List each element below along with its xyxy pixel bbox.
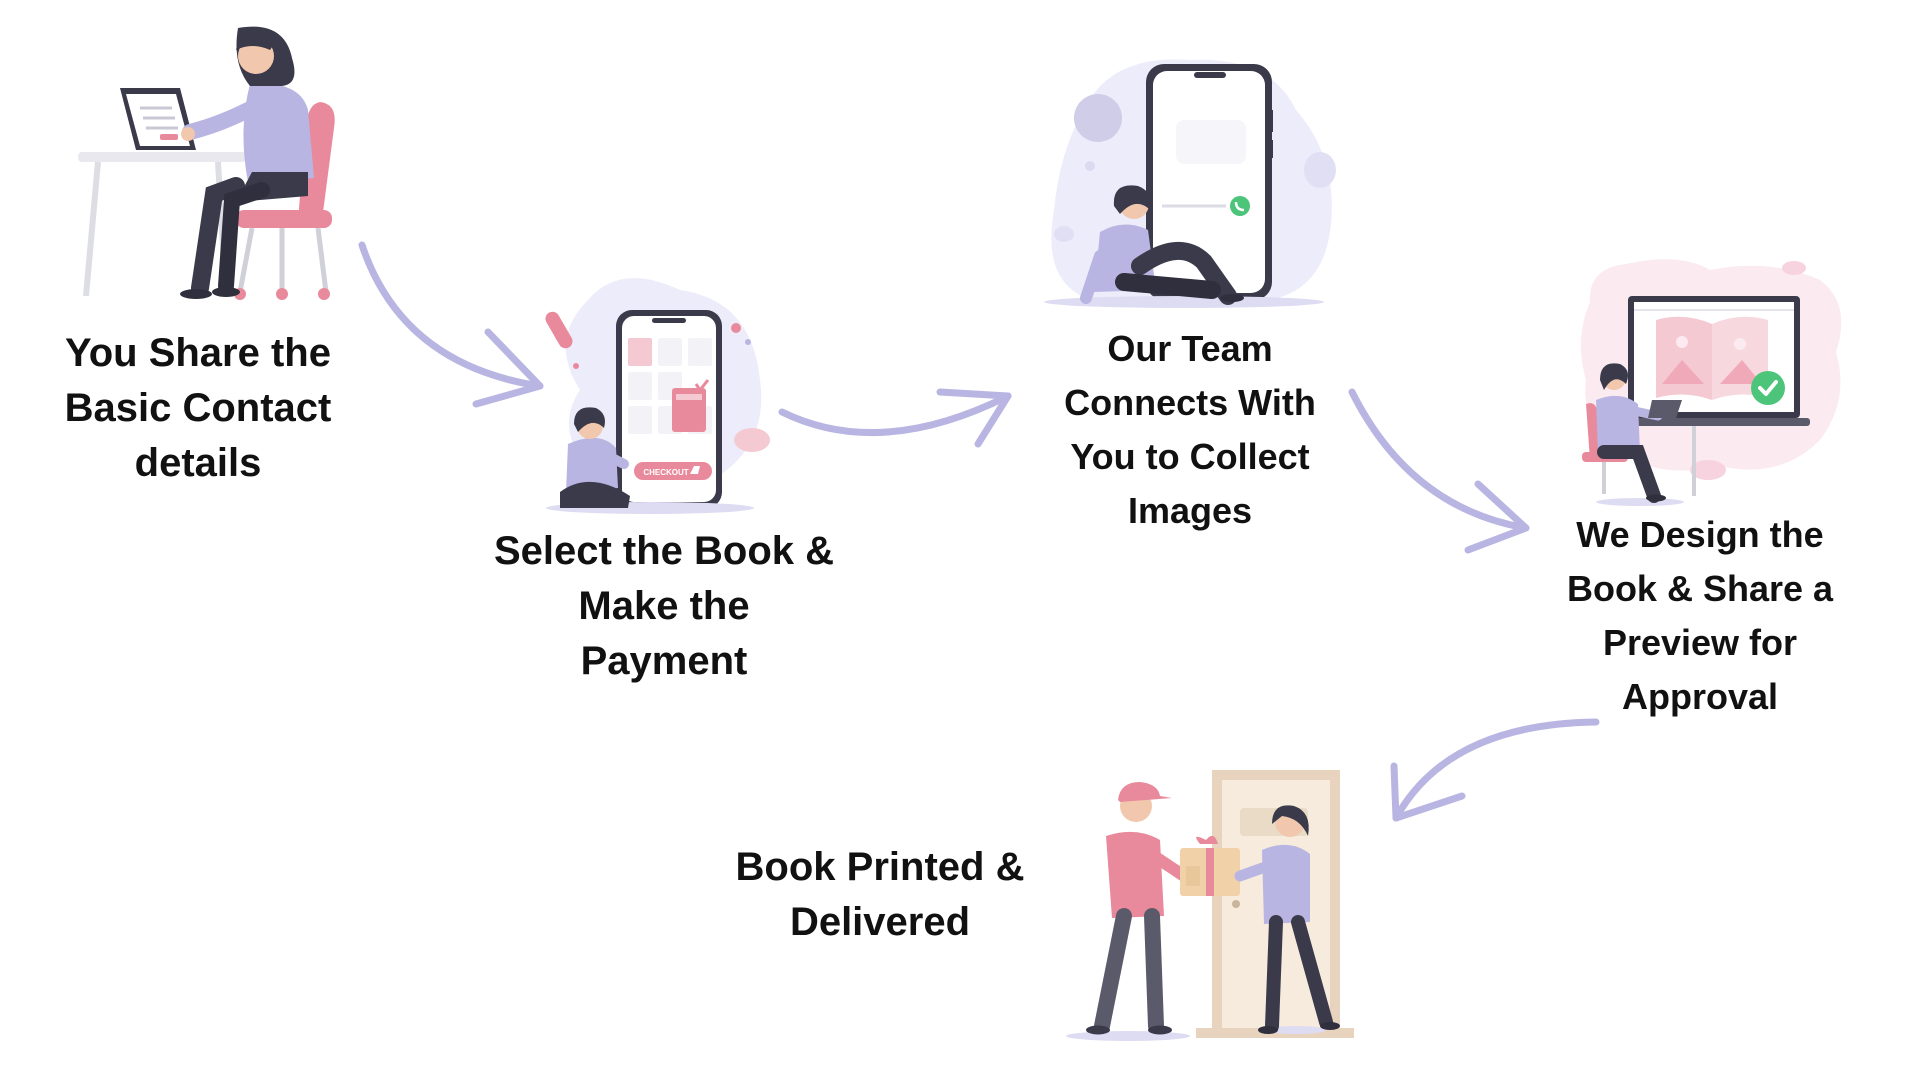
- step-2-line-3: Payment: [580, 639, 748, 684]
- illustration-team-call: [1044, 59, 1336, 308]
- arrow-step2-to-step3: [778, 388, 1012, 448]
- step-1-line-2: Basic Contact: [64, 386, 332, 431]
- step-4-line-2: Book & Share a: [1566, 568, 1834, 609]
- illustration-phone-checkout: CHECKOUT: [545, 278, 770, 514]
- step-3-line-1: Our Team: [1107, 328, 1273, 369]
- arrow-step1-to-step2: [358, 241, 544, 408]
- illustration-woman-at-laptop: [78, 26, 335, 300]
- step-1-line-3: details: [134, 441, 262, 486]
- checkout-button-label: CHECKOUT: [643, 468, 688, 477]
- step-3-line-4: Images: [1127, 490, 1253, 531]
- step-4-line-3: Preview for: [1602, 622, 1798, 663]
- step-3-line-2: Connects With: [1064, 382, 1316, 423]
- illustration-delivery: [1066, 770, 1354, 1041]
- step-4-line-1: We Design the: [1576, 514, 1824, 555]
- step-4-label: We Design the Book & Share a Preview for…: [1540, 508, 1860, 724]
- step-5-label: Book Printed & Delivered: [700, 840, 1060, 950]
- step-3-line-3: You to Collect: [1070, 436, 1310, 477]
- step-1-label: You Share the Basic Contact details: [38, 326, 358, 492]
- step-4-line-4: Approval: [1621, 676, 1779, 717]
- step-2-line-1: Select the Book &: [493, 529, 835, 573]
- checkout-button: [634, 462, 712, 480]
- step-5-line-2: Delivered: [789, 900, 971, 945]
- step-1-line-1: You Share the: [65, 331, 331, 375]
- step-2-label: Select the Book & Make the Payment: [464, 524, 864, 690]
- step-3-label: Our Team Connects With You to Collect Im…: [1035, 322, 1345, 538]
- arrow-step3-to-step4: [1348, 388, 1530, 554]
- illustration-design-preview: [1580, 259, 1842, 506]
- step-5-line-1: Book Printed &: [735, 845, 1025, 889]
- step-2-line-2: Make the: [578, 584, 750, 629]
- arrow-step4-to-step5: [1390, 718, 1600, 822]
